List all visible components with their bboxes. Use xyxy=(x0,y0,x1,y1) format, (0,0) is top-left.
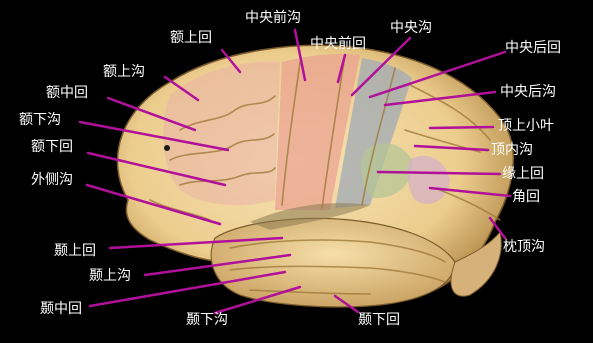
label-zhong-yang-hou-hui: 中央后回 xyxy=(505,40,561,56)
label-e-zhong-hui: 额中回 xyxy=(46,85,88,101)
label-ding-nei-gou: 顶内沟 xyxy=(491,142,533,158)
label-zhong-yang-qian-gou: 中央前沟 xyxy=(245,9,301,26)
label-zhong-yang-hou-gou: 中央后沟 xyxy=(500,84,556,100)
label-yuan-shang-hui: 缘上回 xyxy=(502,166,544,182)
label-e-xia-gou: 额下沟 xyxy=(19,112,61,128)
label-ding-shang-xiao-ye: 顶上小叶 xyxy=(498,118,554,134)
label-wai-ce-gou: 外侧沟 xyxy=(31,172,73,188)
marker-dot xyxy=(164,145,170,151)
label-e-shang-gou: 额上沟 xyxy=(103,64,145,80)
label-nie-zhong-hui: 颞中回 xyxy=(40,301,82,317)
label-jiao-hui: 角回 xyxy=(512,189,540,205)
label-nie-xia-gou: 颞下沟 xyxy=(186,312,228,328)
label-nie-shang-gou: 颞上沟 xyxy=(89,268,131,284)
label-nie-shang-hui: 颞上回 xyxy=(54,243,96,259)
label-nie-xia-hui: 颞下回 xyxy=(358,312,400,328)
label-e-xia-hui: 额下回 xyxy=(31,139,73,155)
label-zhong-yang-qian-hui: 中央前回 xyxy=(310,35,366,52)
label-e-shang-hui: 额上回 xyxy=(170,30,212,46)
label-zhong-yang-gou: 中央沟 xyxy=(390,20,432,36)
label-zhen-ding-gou: 枕顶沟 xyxy=(503,239,545,255)
